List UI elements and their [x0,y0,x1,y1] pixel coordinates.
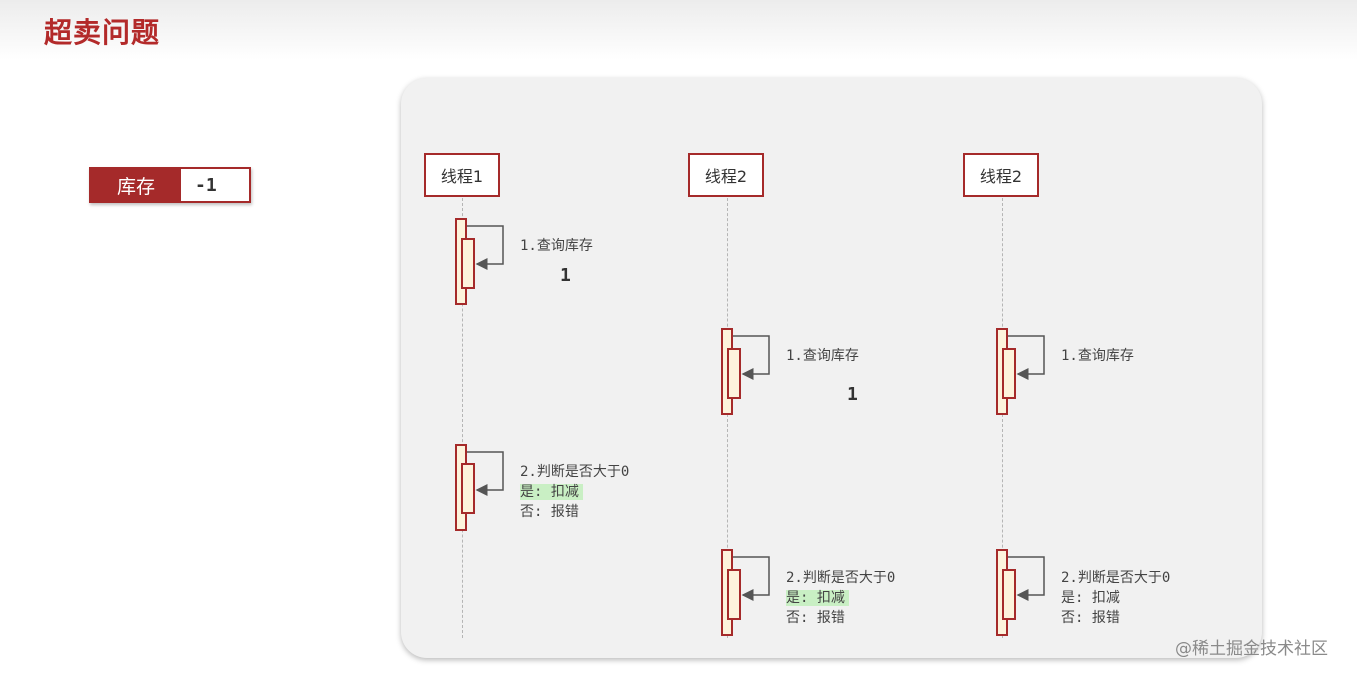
thread-1-query-label: 1.查询库存 [520,238,593,254]
thread-2-yes-label: 是: 扣减 [786,590,849,606]
thread-3-query-inner-activation [1002,348,1016,399]
page-title: 超卖问题 [44,16,161,49]
thread-2-judge-label: 2.判断是否大于0 [786,570,896,586]
thread-2-query-arrow [733,335,770,380]
thread-1-no-label: 否: 报错 [520,504,579,520]
thread-2-query-inner-activation [727,348,741,399]
thread-3-box: 线程2 [963,153,1039,197]
sequence-diagram-panel [401,78,1262,658]
top-bar [0,0,1357,60]
thread-3-no-label: 否: 报错 [1061,610,1120,626]
thread-2-judge-block: 2.判断是否大于0 是: 扣减 否: 报错 [786,568,895,628]
thread-3-query-label: 1.查询库存 [1061,348,1134,364]
thread-3-judge-inner-activation [1002,569,1016,620]
thread-2-query-label: 1.查询库存 [786,348,859,364]
thread-1-query-arrow [467,225,504,270]
stock-value: -1 [181,169,249,201]
thread-3-judge-label: 2.判断是否大于0 [1061,570,1171,586]
stock-indicator: 库存 -1 [89,167,251,203]
thread-2-box: 线程2 [688,153,764,197]
thread-2-observed-value: 1 [847,384,858,405]
thread-2-no-label: 否: 报错 [786,610,845,626]
stock-label: 库存 [91,169,181,201]
thread-1-lifeline [462,198,463,638]
thread-2-lifeline [727,198,728,638]
watermark: @稀土掘金技术社区 [1175,639,1328,659]
thread-3-query-arrow [1008,335,1045,380]
thread-1-box: 线程1 [424,153,500,197]
thread-1-judge-block: 2.判断是否大于0 是: 扣减 否: 报错 [520,462,629,522]
thread-3-judge-arrow [1008,556,1045,601]
thread-1-query-inner-activation [461,238,475,289]
thread-1-judge-inner-activation [461,463,475,514]
thread-1-yes-label: 是: 扣减 [520,484,583,500]
thread-1-judge-label: 2.判断是否大于0 [520,464,630,480]
thread-3-lifeline [1002,198,1003,638]
thread-1-judge-arrow [467,451,504,496]
thread-3-judge-block: 2.判断是否大于0 是: 扣减 否: 报错 [1061,568,1170,628]
thread-3-yes-label: 是: 扣减 [1061,590,1120,606]
thread-2-judge-arrow [733,556,770,601]
thread-1-observed-value: 1 [560,265,571,286]
thread-2-judge-inner-activation [727,569,741,620]
